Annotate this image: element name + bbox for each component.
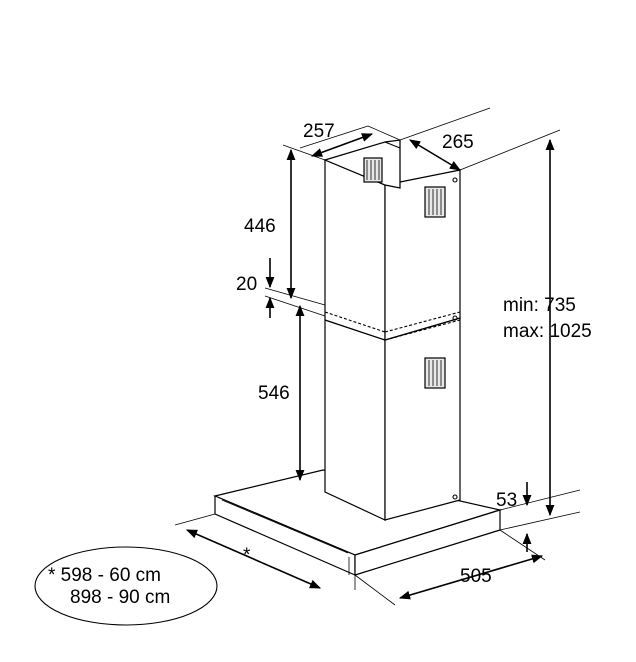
canopy-height-label: 53 [496, 490, 517, 511]
duct-width-label: 257 [303, 121, 335, 142]
note-line-1: * 598 - 60 cm [48, 565, 161, 586]
note-line-2: 898 - 90 cm [70, 587, 170, 608]
min-height-label: min: 735 [503, 295, 576, 316]
vent-grille-back [363, 157, 383, 183]
width-note: * 598 - 60 cm 898 - 90 cm [34, 546, 218, 626]
upper-duct-height-label: 446 [244, 216, 276, 237]
lower-duct-front [324, 319, 386, 521]
upper-duct-front [324, 159, 386, 341]
vent-grille-lower [424, 357, 446, 389]
hood-depth-label: 505 [460, 566, 492, 587]
duct-depth-label: 265 [442, 132, 474, 153]
hood-width-marker: * [243, 545, 251, 566]
vent-grille-upper [424, 186, 446, 218]
overlap-label: 20 [236, 274, 257, 295]
lower-duct [324, 317, 461, 521]
lower-duct-height-label: 546 [258, 383, 290, 404]
lower-duct-side [384, 317, 461, 521]
max-height-label: max: 1025 [503, 321, 592, 342]
dimension-arrows [185, 133, 555, 600]
note-ellipse [34, 546, 218, 626]
